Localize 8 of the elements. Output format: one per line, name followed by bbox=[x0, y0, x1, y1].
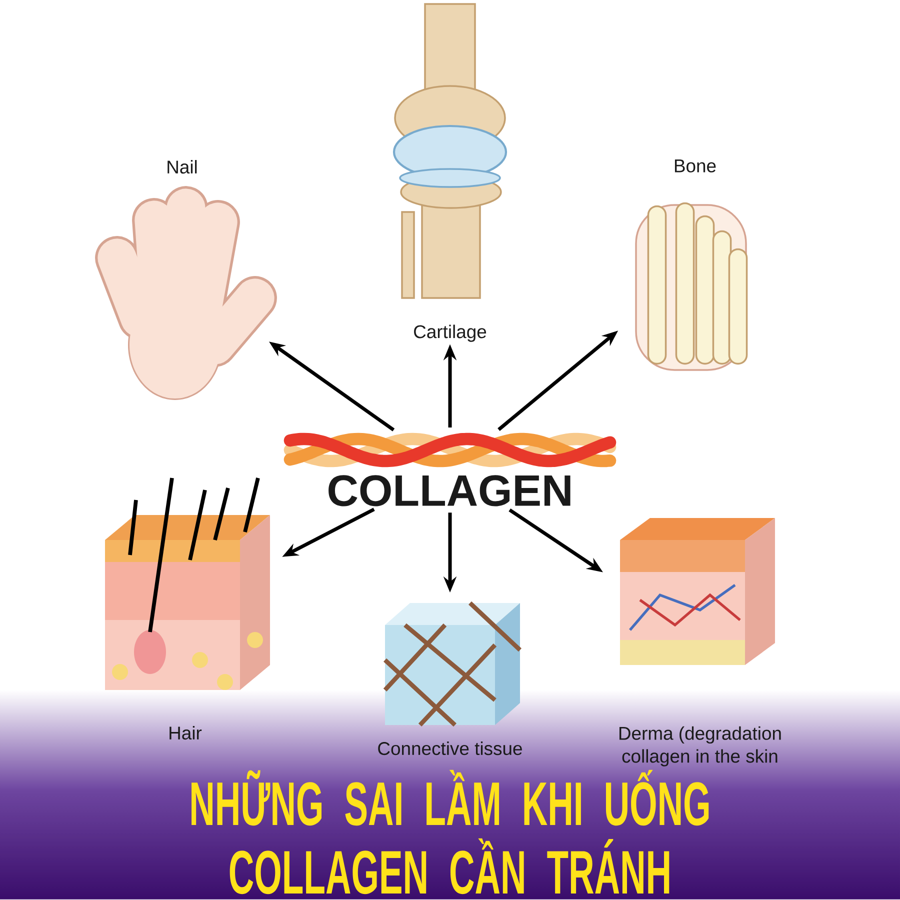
collagen-label: COLLAGEN bbox=[328, 475, 570, 506]
organ-label: Hair bbox=[170, 726, 202, 740]
headline: NHỮNG SAI LẦM KHI UỐNG COLLAGEN CẦN TRÁNH bbox=[192, 770, 709, 894]
organ-label: Nail bbox=[168, 160, 197, 174]
organ-label: Cartilage bbox=[414, 324, 486, 342]
organ-label: Connective tissue bbox=[378, 742, 522, 756]
organ-label: Bone bbox=[674, 160, 716, 172]
organ-label: Derma (degradation collagen in the skin bbox=[619, 726, 781, 766]
